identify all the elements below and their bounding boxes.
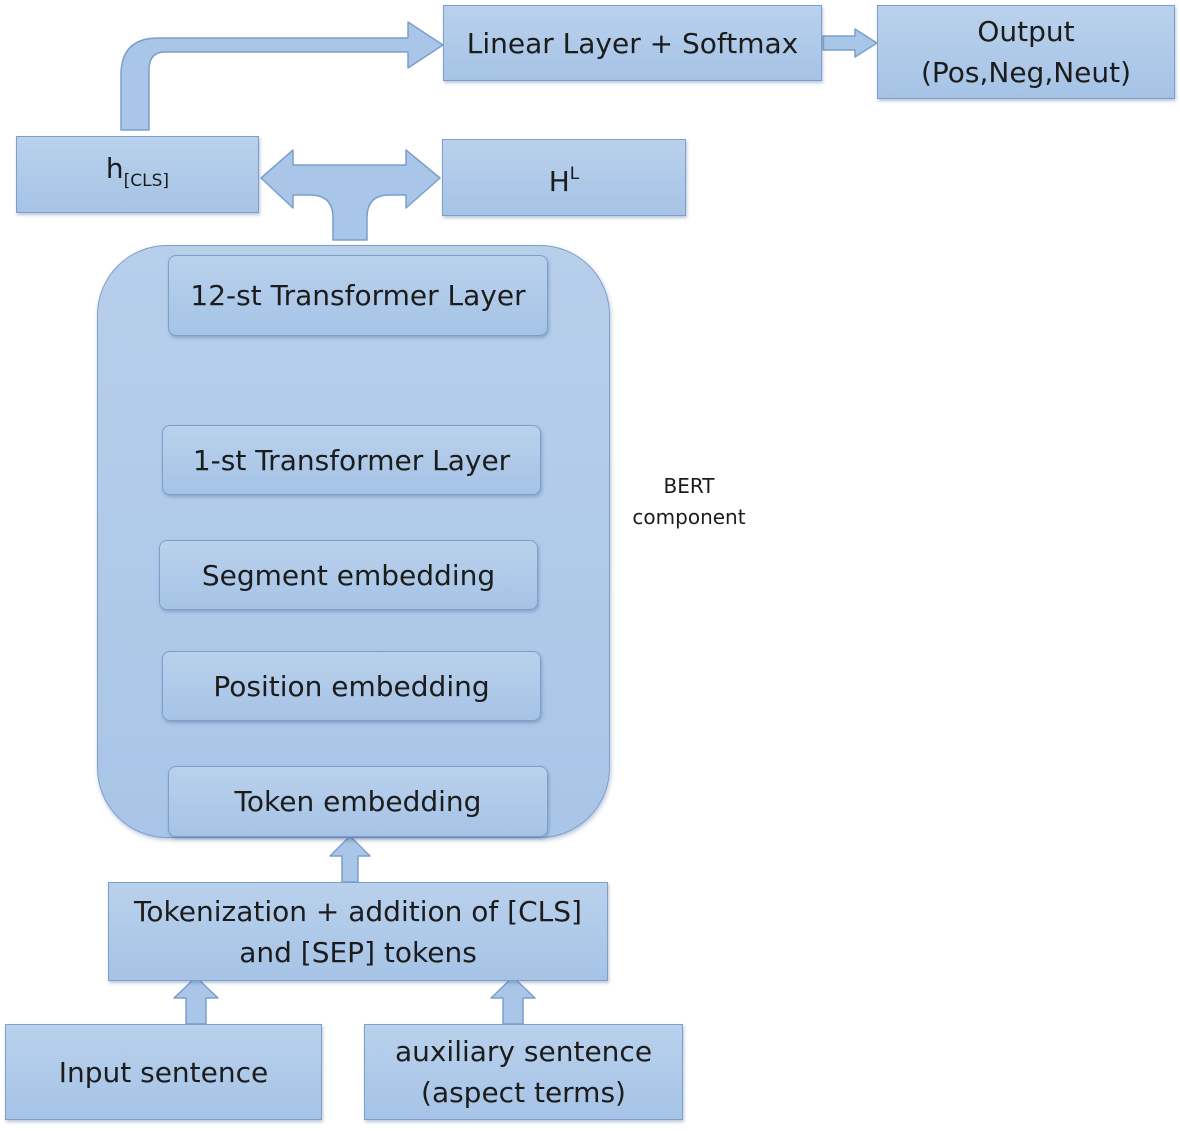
output-classes-label: (Pos,Neg,Neut) <box>920 56 1132 89</box>
h-cls-label: h[CLS] <box>105 151 170 191</box>
segment-embedding-box: Segment embedding <box>159 540 538 610</box>
linear-softmax-box: Linear Layer + Softmax <box>443 5 822 81</box>
h-cls-subscript: [CLS] <box>123 170 170 191</box>
position-embedding-box: Position embedding <box>162 651 541 721</box>
arrow-hcls-to-linear <box>120 21 444 131</box>
auxiliary-sentence-box: auxiliary sentence (aspect terms) <box>364 1024 683 1120</box>
tokenization-label-line2: and [SEP] tokens <box>239 935 477 969</box>
arrow-input-to-tokenization <box>173 976 219 1025</box>
output-box: Output (Pos,Neg,Neut) <box>877 5 1175 99</box>
transformer-layer-1: 1-st Transformer Layer <box>162 425 541 495</box>
segment-embedding-label: Segment embedding <box>201 558 496 592</box>
input-sentence-box: Input sentence <box>5 1024 322 1120</box>
output-label: Output <box>977 15 1075 48</box>
tokenization-box: Tokenization + addition of [CLS] and [SE… <box>108 882 608 981</box>
arrow-linear-to-output <box>822 28 878 58</box>
token-embedding-box: Token embedding <box>168 766 548 837</box>
arrow-auxiliary-to-tokenization <box>490 976 536 1025</box>
transformer-layer-12: 12-st Transformer Layer <box>168 255 548 336</box>
transformer-layer-1-label: 1-st Transformer Layer <box>192 443 511 477</box>
auxiliary-sentence-label-line2: (aspect terms) <box>421 1076 626 1109</box>
h-cls-box: h[CLS] <box>16 136 259 213</box>
tokenization-label-line1: Tokenization + addition of [CLS] <box>134 894 582 928</box>
h-l-superscript: L <box>569 163 580 184</box>
linear-softmax-label: Linear Layer + Softmax <box>466 26 799 60</box>
token-embedding-label: Token embedding <box>234 785 482 818</box>
auxiliary-sentence-label-line1: auxiliary sentence <box>394 1035 653 1068</box>
input-sentence-label: Input sentence <box>58 1055 269 1089</box>
bert-component-label: BERT component <box>632 474 746 529</box>
h-l-label: HL <box>548 163 580 198</box>
transformer-layer-12-label: 12-st Transformer Layer <box>190 279 526 312</box>
h-l-box: HL <box>442 139 686 216</box>
position-embedding-label: Position embedding <box>213 669 490 703</box>
arrow-bert-to-hidden-split <box>260 149 441 241</box>
arrow-tokenization-to-bert <box>329 835 371 883</box>
